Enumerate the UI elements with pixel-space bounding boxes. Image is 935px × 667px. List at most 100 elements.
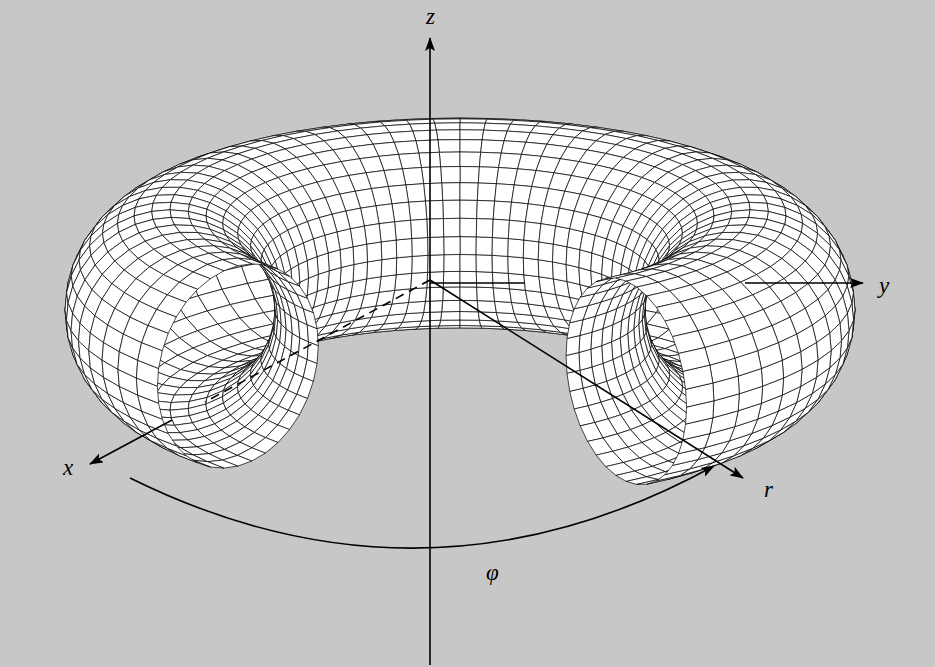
torus-face: [523, 240, 539, 260]
torus-face: [406, 301, 426, 313]
torus-face: [395, 220, 412, 240]
torus-face: [570, 388, 588, 409]
torus-face: [278, 272, 300, 286]
torus-face: [579, 349, 592, 370]
torus-face: [424, 183, 443, 201]
torus-face: [460, 237, 476, 255]
torus-face: [460, 300, 478, 311]
torus-face: [460, 287, 477, 301]
torus-face: [477, 287, 495, 301]
torus-face: [328, 250, 341, 271]
torus-face: [493, 288, 511, 303]
torus-face: [479, 152, 501, 167]
torus-face: [436, 130, 460, 140]
torus-face: [439, 320, 460, 326]
torus-face: [524, 275, 541, 292]
torus-face: [495, 184, 515, 203]
torus-face: [424, 301, 443, 313]
axis-label: z: [426, 5, 435, 28]
y-axis: [430, 282, 525, 284]
torus-face: [460, 152, 481, 167]
torus-face: [523, 258, 539, 277]
torus-face: [421, 312, 441, 321]
torus-face: [553, 244, 568, 264]
torus-face: [367, 242, 382, 262]
torus-face: [442, 183, 460, 201]
torus-face: [538, 260, 553, 279]
torus-face: [421, 167, 441, 184]
torus-face: [381, 240, 397, 260]
torus-face: [425, 200, 443, 219]
angle-label: φ: [486, 561, 499, 584]
torus-face: [364, 224, 381, 244]
torus-face: [524, 222, 541, 242]
torus-face: [476, 272, 493, 288]
torus-face: [441, 312, 460, 321]
torus-face: [443, 271, 460, 287]
torus-face: [492, 272, 509, 289]
torus-face: [508, 220, 525, 240]
torus-face: [441, 167, 460, 184]
x-axis-hidden: [205, 280, 430, 402]
z-axis: [429, 38, 431, 665]
torus-face: [588, 278, 613, 288]
torus-face: [409, 201, 427, 220]
torus-face: [413, 130, 438, 141]
torus-face: [538, 242, 553, 262]
torus-face: [411, 219, 428, 238]
torus-face: [539, 224, 556, 244]
torus-face: [444, 237, 460, 255]
torus-face: [508, 256, 524, 274]
torus-face: [396, 239, 412, 258]
torus-face: [353, 262, 368, 282]
torus-face: [443, 218, 460, 237]
axis-label: r: [764, 478, 773, 501]
phi-arc: [130, 466, 714, 548]
torus-face: [482, 130, 507, 141]
torus-face: [570, 306, 588, 323]
torus-face: [460, 255, 476, 272]
torus-face: [460, 312, 479, 321]
torus-face: [379, 275, 396, 292]
torus-face: [460, 218, 477, 237]
torus-face: [340, 247, 354, 268]
torus-face: [410, 123, 437, 131]
torus-face: [439, 152, 460, 167]
torus-face: [444, 255, 460, 272]
torus-face: [411, 272, 428, 289]
torus-face: [425, 287, 443, 301]
torus-face: [353, 244, 368, 264]
torus-face: [567, 370, 583, 391]
torus-face: [460, 123, 485, 130]
torus-face: [396, 256, 412, 274]
torus-face: [193, 460, 224, 468]
torus-face: [492, 255, 508, 273]
torus-face: [484, 123, 511, 131]
torus-face: [416, 140, 439, 153]
axis-label: x: [63, 456, 73, 479]
torus-face: [553, 262, 568, 282]
torus-face: [460, 167, 479, 184]
torus-face: [477, 301, 496, 313]
y-axis: [745, 282, 863, 284]
torus-face: [435, 123, 460, 130]
torus-face: [379, 222, 396, 242]
torus-face: [460, 183, 478, 201]
torus-face: [367, 260, 382, 279]
torus-face: [705, 341, 735, 365]
torus-face: [679, 348, 710, 372]
torus-face: [460, 320, 481, 326]
torus-face: [395, 273, 412, 290]
torus-face: [478, 167, 498, 184]
torus-face: [508, 273, 525, 290]
torus-face: [477, 200, 495, 219]
torus-face: [567, 320, 583, 339]
torus-face: [460, 200, 477, 218]
torus-face: [460, 271, 477, 287]
x-axis: [90, 420, 172, 464]
torus-face: [493, 201, 511, 220]
torus-face: [510, 202, 529, 222]
torus-face: [412, 255, 428, 273]
torus-face: [438, 140, 460, 153]
